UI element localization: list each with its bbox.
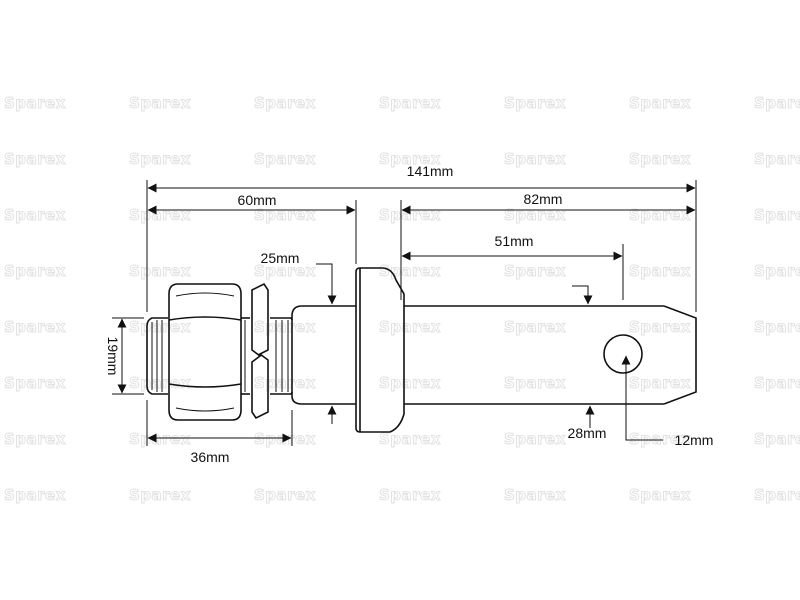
- label-hole-dia: 12mm: [675, 432, 714, 448]
- sparex-watermark: Sparex: [629, 94, 691, 112]
- leader-neck: [316, 263, 337, 305]
- sparex-watermark: Sparex: [4, 262, 66, 280]
- sparex-watermark: Sparex: [754, 430, 800, 448]
- sparex-watermark: Sparex: [629, 262, 691, 280]
- spring-washer: [251, 282, 269, 420]
- sparex-watermark: Sparex: [754, 206, 800, 224]
- sparex-watermark: Sparex: [379, 486, 441, 504]
- sparex-watermark: Sparex: [4, 94, 66, 112]
- sparex-watermark: Sparex: [254, 150, 316, 168]
- sparex-watermark: Sparex: [754, 486, 800, 504]
- sparex-watermark: Sparex: [754, 262, 800, 280]
- sparex-watermark: Sparex: [254, 206, 316, 224]
- sparex-watermark: Sparex: [254, 430, 316, 448]
- cross-hole: [603, 334, 643, 374]
- sparex-watermark: Sparex: [754, 94, 800, 112]
- sparex-watermark: Sparex: [379, 262, 441, 280]
- sparex-watermark: Sparex: [629, 150, 691, 168]
- leader-hole-dia: [621, 355, 663, 441]
- sparex-watermark: Sparex: [129, 262, 191, 280]
- sparex-watermark: Sparex: [504, 318, 566, 336]
- sparex-watermark: Sparex: [754, 374, 800, 392]
- sparex-watermark: Sparex: [129, 206, 191, 224]
- sparex-watermark: Sparex: [504, 262, 566, 280]
- label-pin-length: 82mm: [524, 191, 563, 207]
- sparex-watermark: Sparex: [129, 150, 191, 168]
- mid-thread: [241, 317, 250, 395]
- pin-body: [404, 305, 697, 405]
- sparex-watermark: Sparex: [629, 318, 691, 336]
- sparex-watermark: Sparex: [504, 94, 566, 112]
- sparex-watermark: Sparex: [4, 430, 66, 448]
- sparex-watermark: Sparex: [379, 374, 441, 392]
- sparex-watermark: Sparex: [629, 374, 691, 392]
- sparex-watermark: Sparex: [254, 374, 316, 392]
- sparex-watermark: Sparex: [4, 318, 66, 336]
- sparex-watermark: Sparex: [754, 150, 800, 168]
- label-to-collar: 60mm: [238, 192, 277, 208]
- sparex-watermark: Sparex: [254, 318, 316, 336]
- sparex-watermark: Sparex: [754, 318, 800, 336]
- label-pin-dia: 28mm: [568, 425, 607, 441]
- label-overall-length: 141mm: [407, 163, 454, 179]
- sparex-watermark: Sparex: [129, 318, 191, 336]
- neck: [291, 305, 356, 405]
- sparex-watermark: Sparex: [504, 206, 566, 224]
- pin-outline: [146, 267, 697, 433]
- collar: [355, 267, 405, 433]
- sparex-watermark: Sparex: [379, 94, 441, 112]
- sparex-watermark: Sparex: [4, 486, 66, 504]
- sparex-watermark: Sparex: [129, 94, 191, 112]
- sparex-watermark: Sparex: [379, 430, 441, 448]
- sparex-watermark: Sparex: [629, 430, 691, 448]
- sparex-watermark: Sparex: [4, 150, 66, 168]
- sparex-watermark: Sparex: [504, 150, 566, 168]
- sparex-watermark: Sparex: [379, 206, 441, 224]
- label-to-hole: 51mm: [495, 233, 534, 249]
- sparex-watermark: Sparex: [4, 374, 66, 392]
- sparex-watermark: Sparex: [379, 318, 441, 336]
- sparex-watermark: Sparex: [129, 374, 191, 392]
- label-thread-dia: 19mm: [105, 337, 121, 376]
- sparex-watermark: Sparex: [629, 486, 691, 504]
- sparex-watermark: Sparex: [504, 486, 566, 504]
- dimension-lines: [112, 180, 697, 446]
- sparex-watermark: Sparex: [254, 486, 316, 504]
- leader-pin-dia: [572, 285, 593, 305]
- sparex-watermark: Sparex: [629, 206, 691, 224]
- sparex-watermark: Sparex: [379, 150, 441, 168]
- sparex-watermark: Sparex: [4, 206, 66, 224]
- threaded-stub: [146, 317, 168, 395]
- sparex-watermark: Sparex: [504, 374, 566, 392]
- sparex-watermark: Sparex: [504, 430, 566, 448]
- sparex-watermark: Sparex: [254, 262, 316, 280]
- label-thread-length: 36mm: [191, 449, 230, 465]
- label-neck: 25mm: [261, 250, 300, 266]
- sparex-watermark: Sparex: [254, 94, 316, 112]
- sparex-watermark: Sparex: [129, 486, 191, 504]
- sparex-watermark: Sparex: [129, 430, 191, 448]
- hex-nut: [168, 283, 242, 421]
